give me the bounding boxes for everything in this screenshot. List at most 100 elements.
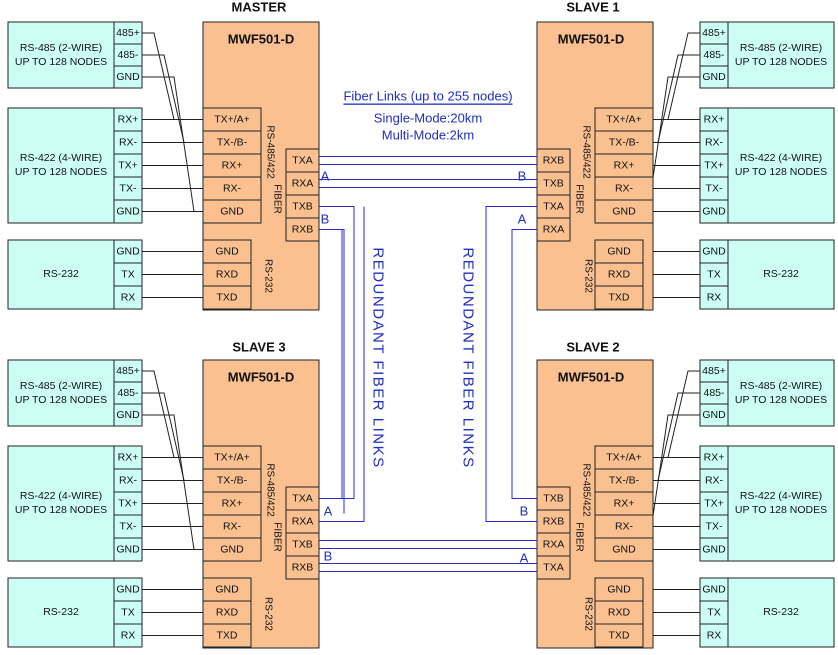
slave2-rs485-wire [653, 370, 700, 458]
slave1-fiber-pin-label: TXB [543, 178, 563, 190]
slave2-serial-pin-label: GND [612, 544, 636, 556]
slave1-rs485-pin-label: 485+ [702, 27, 726, 39]
slave2-side-rs485-422: RS-485/422 [581, 463, 592, 517]
slave2-rs232-title: RS-232 [763, 606, 799, 618]
slave3-side-rs232: RS-232 [263, 597, 274, 631]
single-mode-spec: Single-Mode:20km [374, 111, 482, 126]
slave1-rs422-pin-label: TX+ [704, 160, 724, 172]
master-model-label: MWF501-D [228, 32, 294, 47]
slave3-rs485-title: RS-485 (2-WIRE) [20, 380, 102, 392]
master-rs485-pin-label: GND [116, 71, 140, 83]
link-letter-b: B [520, 504, 529, 519]
slave3-rs485-wire [142, 414, 203, 550]
slave2-fiber-pin-label: RXA [543, 539, 565, 551]
slave2-rs485-title: RS-485 (2-WIRE) [740, 380, 822, 392]
slave1-serial-pin-label: RX+ [614, 160, 635, 172]
slave1-rs422-subtitle: UP TO 128 NODES [735, 166, 827, 178]
slave3-rs232-title: RS-232 [43, 606, 79, 618]
slave3-fiber-pin-label: RXB [292, 562, 314, 574]
master-rs422-subtitle: UP TO 128 NODES [15, 166, 107, 178]
slave2-model-label: MWF501-D [558, 370, 624, 385]
slave2-serial-pin-label: TX+/A+ [606, 452, 642, 464]
slave1-rs232-pin-label: TXD [609, 292, 630, 304]
slave3-serial-pin [202, 537, 262, 562]
master-serial-pin [202, 199, 262, 224]
slave1-rs232-ext-pin [699, 285, 729, 310]
slave2-rs485-pin-label: 485+ [702, 365, 726, 377]
slave3-fiber-pin-label: TXB [292, 539, 312, 551]
slave1-rs485-pin-label: GND [702, 71, 726, 83]
master-rs232-pin-label: GND [215, 246, 239, 258]
slave1-rs422-pin-label: RX+ [704, 114, 725, 126]
slave3-rs485-wire [142, 392, 203, 481]
redundant-label-left: REDUNDANT FIBER LINKS [370, 247, 387, 468]
slave2-rs422-pin [699, 537, 729, 562]
slave1-rs232-title: RS-232 [763, 268, 799, 280]
master-rs232-ext-pin-label: TX [121, 269, 134, 281]
slave1-rs232-pin-label: GND [607, 246, 631, 258]
slave3-serial-pin-label: TX+/A+ [214, 452, 250, 464]
slave1-rs485-pin-label: 485- [703, 49, 725, 61]
slave3-rs422-pin-label: RX- [119, 475, 138, 487]
slave3-serial-pin-label: TX-/B- [217, 475, 248, 487]
slave1-rs485-wire [647, 76, 700, 212]
master-rs422-pin [113, 199, 143, 224]
slave3-rs485-pin-label: 485- [117, 387, 139, 399]
link-letter-a: A [324, 504, 333, 519]
slave3-fiber-pin [285, 555, 320, 580]
slave2-rs485-pin-label: 485- [703, 387, 725, 399]
slave2-fiber-pin-label: TXB [543, 493, 563, 505]
slave1-rs485-wire [653, 32, 700, 120]
master-fiber-pin-label: RXA [292, 178, 314, 190]
master-rs485-subtitle: UP TO 128 NODES [15, 56, 107, 68]
master-serial-pin-label: RX+ [222, 160, 243, 172]
slave3-rs422-subtitle: UP TO 128 NODES [15, 504, 107, 516]
master-side-rs485-422: RS-485/422 [265, 125, 276, 179]
slave1-rs422-title: RS-422 (4-WIRE) [740, 152, 822, 164]
master-rs232-pin [202, 285, 252, 310]
slave3-rs232-pin-label: RXD [216, 607, 239, 619]
slave1-rs422-pin-label: TX- [706, 183, 723, 195]
slave1-fiber-pin-label: RXA [543, 224, 565, 236]
slave2-side-fiber: FIBER [574, 522, 585, 551]
slave2-rs232-pin-label: RXD [608, 607, 631, 619]
master-rs422-pin-label: TX+ [118, 160, 138, 172]
slave2-rs232-ext-pin-label: GND [702, 584, 726, 596]
slave2-rs422-pin-label: RX+ [704, 452, 725, 464]
master-rs232-ext-pin-label: GND [116, 246, 140, 258]
slave2-rs232-pin-label: TXD [609, 630, 630, 642]
slave3-serial-pin-label: RX+ [222, 498, 243, 510]
link-letter-b: B [518, 169, 527, 184]
slave2-rs422-title: RS-422 (4-WIRE) [740, 490, 822, 502]
link-letter-a: A [321, 169, 330, 184]
master-rs485-title: RS-485 (2-WIRE) [20, 42, 102, 54]
slave3-rs232-ext-pin-label: TX [121, 607, 134, 619]
slave2-fiber-pin-label: RXB [543, 516, 565, 528]
slave3-rs232-ext-pin-label: GND [116, 584, 140, 596]
slave2-rs485-pin [699, 403, 729, 427]
master-rs485-wire [142, 32, 203, 120]
multi-mode-spec: Multi-Mode:2km [382, 128, 474, 143]
master-rs232-pin-label: RXD [216, 269, 239, 281]
slave2-rs422-pin-label: RX- [705, 475, 724, 487]
master-rs232-ext-pin [113, 285, 143, 310]
slave1-fiber-pin-label: TXA [543, 201, 563, 213]
slave1-side-rs232: RS-232 [583, 259, 594, 293]
redundant-link-left-4 [319, 206, 365, 522]
master-rs232-ext-pin-label: RX [121, 292, 136, 304]
slave1-serial-pin-label: TX-/B- [609, 137, 640, 149]
slave2-rs232-ext-pin-label: TX [707, 607, 720, 619]
slave3-rs485-pin-label: 485+ [116, 365, 140, 377]
master-serial-pin-label: RX- [223, 183, 242, 195]
master-serial-pin-label: TX-/B- [217, 137, 248, 149]
master-rs485-pin [113, 65, 143, 89]
master-fiber-pin [285, 217, 320, 242]
master-rs232-pin-label: TXD [217, 292, 238, 304]
master-serial-pin-label: TX+/A+ [214, 114, 250, 126]
link-letter-b: B [324, 549, 333, 564]
slave3-rs422-title: RS-422 (4-WIRE) [20, 490, 102, 502]
redundant-link-left-2 [319, 229, 345, 514]
slave1-rs232-ext-pin-label: GND [702, 246, 726, 258]
slave3-rs232-ext-pin [113, 623, 143, 648]
fiber-links-title: Fiber Links (up to 255 nodes) [343, 89, 512, 104]
